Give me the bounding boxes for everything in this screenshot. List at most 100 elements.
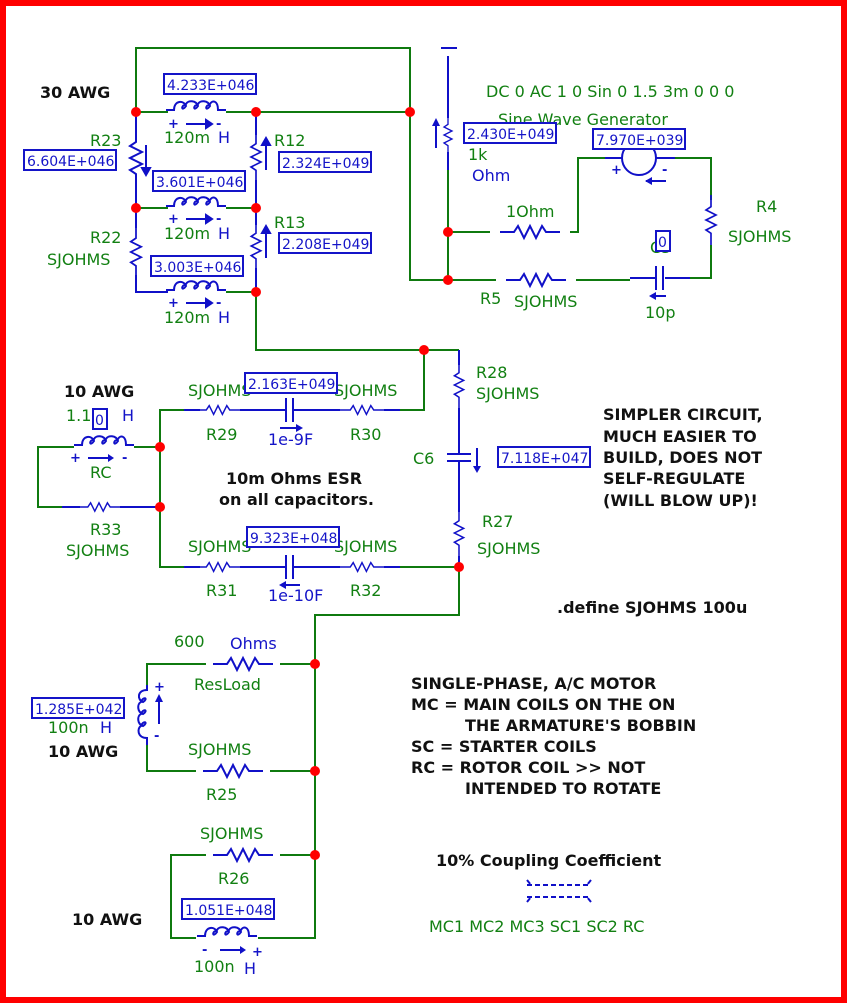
r22-label: R22	[90, 228, 121, 247]
probe-sc2[interactable]: 1.051E+048	[181, 898, 275, 920]
r26-resistor[interactable]	[211, 847, 275, 863]
svg-text:SINGLE-PHASE, A/C MOTOR: SINGLE-PHASE, A/C MOTOR	[411, 674, 656, 693]
r32-label: R32	[350, 581, 381, 600]
r31-value: SJOHMS	[188, 537, 251, 556]
coupled-inductors-list: MC1 MC2 MC3 SC1 SC2 RC	[429, 917, 644, 936]
polarity-minus: -	[154, 729, 159, 744]
coupling-icon[interactable]	[526, 879, 592, 903]
r29-value: SJOHMS	[188, 381, 251, 400]
r5-label: R5	[480, 289, 501, 308]
mc2-value: 120m	[164, 224, 210, 243]
resload-resistor[interactable]	[211, 656, 275, 672]
define-directive: .define SJOHMS 100u	[557, 598, 747, 617]
junction-nodes	[131, 107, 464, 860]
probe-c-bot[interactable]: 9.323E+048	[246, 526, 340, 548]
potentiometer-1k[interactable]	[443, 114, 453, 156]
r23-resistor[interactable]	[129, 127, 143, 189]
svg-text:3.601E+046: 3.601E+046	[156, 175, 243, 191]
rc-inductor[interactable]	[73, 435, 135, 446]
svg-text:(WILL BLOW UP)!: (WILL BLOW UP)!	[603, 491, 758, 510]
current-arrow-icon	[140, 118, 272, 309]
rc-unit: H	[122, 406, 134, 425]
svg-text:SC = STARTER COILS: SC = STARTER COILS	[411, 737, 597, 756]
r33-resistor[interactable]	[77, 501, 121, 513]
sc2-value: 100n	[194, 957, 235, 976]
svg-text:7.970E+039: 7.970E+039	[596, 133, 683, 149]
note-legend: SINGLE-PHASE, A/C MOTOR MC = MAIN COILS …	[411, 674, 696, 798]
r13-resistor[interactable]	[250, 221, 262, 271]
r27-value: SJOHMS	[477, 539, 540, 558]
r27-resistor[interactable]	[453, 509, 465, 557]
r32-resistor[interactable]	[339, 561, 385, 573]
mc1-value: 120m	[164, 128, 210, 147]
resload-label: ResLoad	[194, 675, 261, 694]
r4-resistor[interactable]	[705, 194, 717, 246]
sc2-inductor[interactable]	[195, 926, 259, 938]
r5-resistor[interactable]	[504, 272, 568, 288]
rc-label: RC	[90, 463, 112, 482]
starter-network: + - - + 600 Ohms ResLoad 100n H 10 AWG S…	[31, 632, 316, 978]
coupling-label: 10% Coupling Coefficient	[436, 851, 661, 870]
resistor-1ohm[interactable]	[498, 224, 562, 240]
source-network: + - DC 0 AC 1 0 Sin 0 1.5 3m 0 0 0 Sine …	[432, 47, 791, 322]
probe-source[interactable]: 7.970E+039	[592, 128, 686, 150]
r30-resistor[interactable]	[339, 404, 385, 416]
r22-value: SJOHMS	[47, 250, 110, 269]
sc1-value: 100n	[48, 718, 89, 737]
resload-unit: Ohms	[230, 634, 277, 653]
r33-value: SJOHMS	[66, 541, 129, 560]
r30-label: R30	[350, 425, 381, 444]
svg-text:3.003E+046: 3.003E+046	[154, 260, 241, 276]
svg-text:2.163E+049: 2.163E+049	[248, 377, 335, 393]
svg-text:2.208E+049: 2.208E+049	[282, 237, 369, 253]
svg-text:0: 0	[658, 235, 667, 251]
probe-rc[interactable]: 0	[92, 408, 108, 430]
mc2-inductor[interactable]	[165, 196, 227, 207]
r27-label: R27	[482, 512, 513, 531]
svg-text:4.233E+046: 4.233E+046	[167, 78, 254, 94]
esr-note-line1: 10m Ohms ESR	[226, 469, 362, 488]
polarity-plus: +	[252, 945, 263, 960]
svg-text:2.430E+049: 2.430E+049	[467, 127, 554, 143]
r22-resistor[interactable]	[129, 225, 143, 279]
mc1-inductor[interactable]	[165, 100, 227, 111]
mc3-unit: H	[218, 308, 230, 327]
r25-label: R25	[206, 785, 237, 804]
probe-c-top[interactable]: 2.163E+049	[244, 372, 338, 394]
r25-value: SJOHMS	[188, 740, 251, 759]
polarity-plus: +	[154, 680, 165, 695]
sc1-inductor[interactable]	[137, 685, 148, 745]
r4-label: R4	[756, 197, 777, 216]
mc3-value: 120m	[164, 308, 210, 327]
awg-label-sc2: 10 AWG	[72, 910, 142, 929]
esr-note-line2: on all capacitors.	[219, 490, 374, 509]
polarity-minus: -	[202, 943, 207, 958]
probe-r12[interactable]: 2.324E+049	[278, 151, 372, 173]
mc3-inductor[interactable]	[165, 280, 227, 291]
c-top-value: 1e-9F	[268, 430, 313, 449]
probe-mc3[interactable]: 3.003E+046	[150, 255, 244, 277]
probe-mc2[interactable]: 3.601E+046	[152, 170, 246, 192]
r28-value: SJOHMS	[476, 384, 539, 403]
svg-text:BUILD, DOES NOT: BUILD, DOES NOT	[603, 448, 762, 467]
r31-resistor[interactable]	[195, 561, 241, 573]
c6-label: C6	[413, 449, 434, 468]
probe-c6[interactable]: 7.118E+047	[497, 446, 591, 468]
probe-potentiometer[interactable]: 2.430E+049	[463, 122, 557, 144]
rotor-network: + - 10 AWG 1.1u H RC R33 SJOHMS SJOHMS R…	[37, 349, 591, 664]
svg-text:THE ARMATURE'S BOBBIN: THE ARMATURE'S BOBBIN	[465, 716, 696, 735]
r29-resistor[interactable]	[195, 404, 241, 416]
r28-resistor[interactable]	[453, 361, 465, 409]
awg-label-rc: 10 AWG	[64, 382, 134, 401]
probe-sc1[interactable]: 1.285E+042	[31, 697, 125, 719]
r12-resistor[interactable]	[250, 131, 262, 183]
probe-mc1[interactable]: 4.233E+046	[163, 73, 257, 95]
r5-value: SJOHMS	[514, 292, 577, 311]
probe-r13[interactable]: 2.208E+049	[278, 232, 372, 254]
pot-unit: Ohm	[472, 166, 510, 185]
polarity-plus: +	[168, 117, 179, 132]
probe-c5[interactable]: 0	[655, 230, 671, 252]
r25-resistor[interactable]	[201, 763, 265, 779]
probe-r23[interactable]: 6.604E+046	[23, 149, 117, 171]
